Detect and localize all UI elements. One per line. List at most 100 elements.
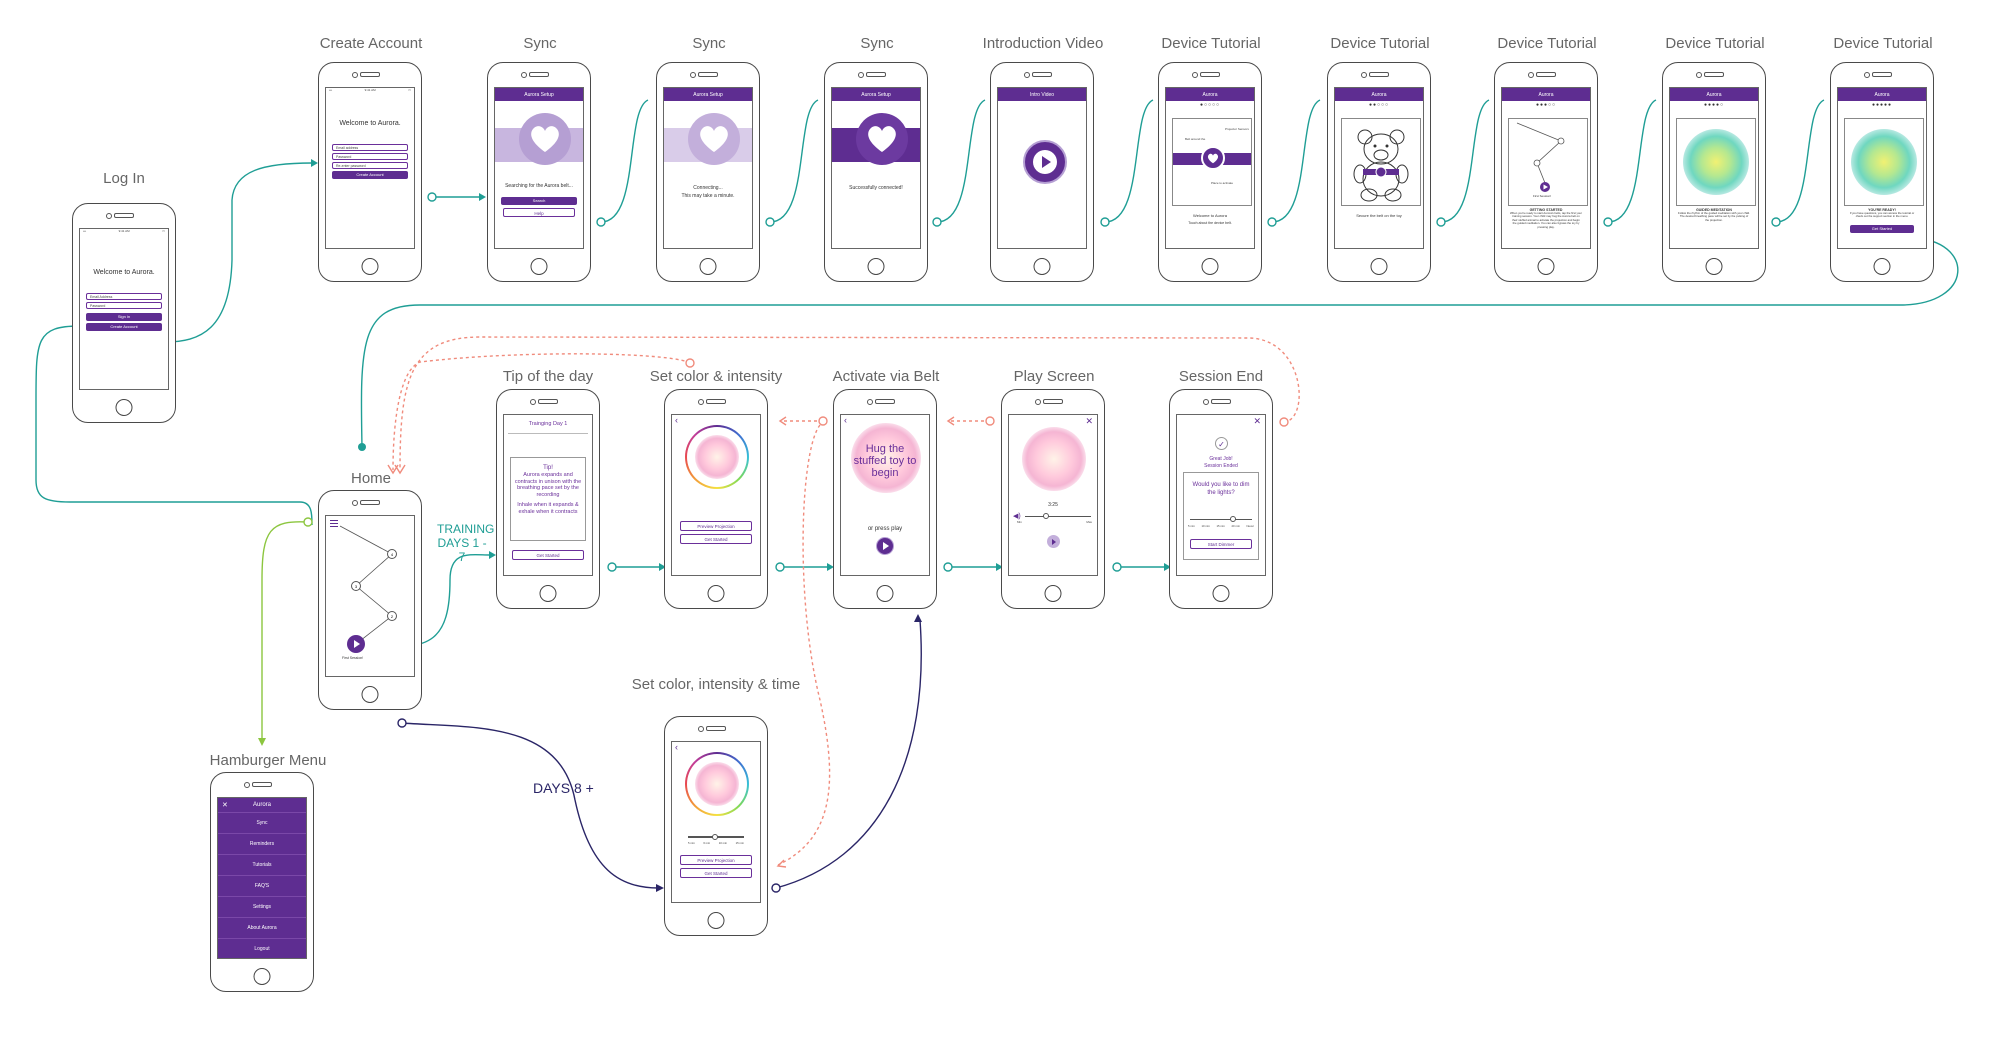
- session-node-4[interactable]: 4: [387, 549, 397, 559]
- training-day-header: Trainging Day 1: [528, 421, 568, 427]
- projection-orb: [1022, 427, 1086, 491]
- glow-orb: [1683, 129, 1749, 195]
- heading: GUIDED MEDITATION: [1696, 208, 1732, 212]
- signin-button[interactable]: Sign in: [86, 313, 162, 321]
- title-sync-1: Sync: [523, 35, 557, 52]
- page-dots: ●●●●●: [1871, 102, 1893, 108]
- preview-projection-button[interactable]: Preview Projection: [680, 855, 752, 865]
- phone-activate: ‹ Hug the stuffed toy to begin or press …: [833, 389, 937, 609]
- flow-sync2-sync3: [769, 99, 819, 223]
- heading: GETTING STARTED: [1529, 208, 1563, 212]
- scale-5: 5 min: [1188, 524, 1195, 528]
- menu-item-logout[interactable]: Logout: [218, 939, 306, 958]
- time-10: 10 min: [718, 841, 728, 845]
- first-session-caption: First Session!: [1533, 194, 1552, 198]
- phone-tutorial-5: Aurora ●●●●● YOU'RE READY! If you have q…: [1830, 62, 1934, 282]
- volume-min: Min: [1017, 520, 1022, 524]
- session-node-3[interactable]: 3: [351, 581, 361, 591]
- play-icon[interactable]: [876, 537, 894, 555]
- back-icon[interactable]: ‹: [675, 415, 678, 425]
- phone-tip: Trainging Day 1 Tip! Aurora expands and …: [496, 389, 600, 609]
- flow-home-to-menu: [261, 521, 309, 740]
- connected-text: Successfully connected!: [849, 185, 903, 191]
- get-started-button[interactable]: Get Started: [680, 868, 752, 878]
- teddy-bear-icon: [1341, 118, 1421, 206]
- welcome-text: Welcome to Aurora.: [339, 120, 401, 127]
- title-set-color-time: Set color, intensity & time: [631, 676, 801, 693]
- menu-item-reminders[interactable]: Reminders: [218, 834, 306, 855]
- wait-text: This may take a minute.: [681, 193, 735, 199]
- dim-handle[interactable]: [1230, 516, 1236, 522]
- heart-icon: [688, 113, 740, 165]
- menu-item-about[interactable]: About Aurora: [218, 918, 306, 939]
- search-button[interactable]: Search: [501, 197, 577, 205]
- help-button[interactable]: Help: [503, 208, 575, 217]
- preview-projection-button[interactable]: Preview Projection: [680, 521, 752, 531]
- title-session-end: Session End: [1178, 368, 1264, 385]
- volume-slider[interactable]: [1025, 516, 1091, 517]
- page-dots: ●○○○○: [1199, 102, 1221, 108]
- screen-sync-2: Aurora Setup Connecting... This may take…: [663, 87, 753, 249]
- password-field[interactable]: Password: [86, 302, 162, 309]
- title-login: Log In: [103, 170, 145, 187]
- flow-sync1-sync2: [600, 99, 649, 223]
- back-icon[interactable]: ‹: [844, 415, 847, 425]
- screen-set-color-time: ‹ 5 min 6 min 10 min 15 min Preview Proj…: [671, 741, 761, 903]
- screen-play: ✕ 3:25 ◀) Min Max: [1008, 414, 1098, 576]
- flow-activate-to-colortime: [777, 424, 831, 866]
- get-started-button[interactable]: Get Started: [680, 534, 752, 544]
- close-icon[interactable]: ✕: [1085, 416, 1093, 426]
- heart-icon: [519, 113, 571, 165]
- back-icon[interactable]: ‹: [675, 742, 678, 752]
- color-wheel[interactable]: [685, 752, 749, 816]
- close-icon[interactable]: ✕: [222, 802, 228, 809]
- create-account-button[interactable]: Create Account: [332, 171, 408, 179]
- screen-hamburger-menu: ✕ Aurora Sync Reminders Tutorials FAQ'S …: [217, 797, 307, 959]
- page-dots: ●●●●○: [1703, 102, 1725, 108]
- screen-sync-3: Aurora Setup Successfully connected!: [831, 87, 921, 249]
- title-intro-video: Introduction Video: [982, 35, 1104, 52]
- screen-login: •••9:41 AM▭ Welcome to Aurora. Email Add…: [79, 228, 169, 390]
- close-icon[interactable]: ✕: [1253, 416, 1261, 426]
- flow-colortime-to-activate: [775, 619, 922, 889]
- start-dimmer-button[interactable]: Start Dimmer: [1190, 539, 1252, 549]
- body-text: If you have questions, you can access th…: [1849, 211, 1915, 219]
- reenter-password-field[interactable]: Re-enter password: [332, 162, 408, 169]
- phone-login: •••9:41 AM▭ Welcome to Aurora. Email Add…: [72, 203, 176, 423]
- session-node-2[interactable]: 2: [387, 611, 397, 621]
- create-account-button[interactable]: Create Account: [86, 323, 162, 331]
- email-field[interactable]: Email Address: [86, 293, 162, 300]
- phone-play: ✕ 3:25 ◀) Min Max: [1001, 389, 1105, 609]
- press-play-text: or press play: [867, 526, 903, 532]
- hamburger-icon[interactable]: [330, 520, 338, 527]
- menu-item-faqs[interactable]: FAQ'S: [218, 876, 306, 897]
- scale-20: 20 min: [1231, 524, 1240, 528]
- title-home: Home: [350, 470, 391, 487]
- play-icon[interactable]: [347, 635, 365, 653]
- phone-tutorial-3: Aurora ●●●○○ First Session! GETTING STAR…: [1494, 62, 1598, 282]
- screen-sync-1: Aurora Setup Searching for the Aurora be…: [494, 87, 584, 249]
- menu-item-tutorials[interactable]: Tutorials: [218, 855, 306, 876]
- callout-activate: Place to activate: [1211, 181, 1234, 185]
- title-sync-2: Sync: [692, 35, 726, 52]
- play-icon[interactable]: [1047, 535, 1060, 548]
- header-bar: Aurora Setup: [495, 88, 583, 101]
- flow-tut1-tut2: [1271, 99, 1321, 223]
- time-handle[interactable]: [712, 834, 718, 840]
- phone-hamburger-menu: ✕ Aurora Sync Reminders Tutorials FAQ'S …: [210, 772, 314, 992]
- get-started-button[interactable]: Get Started: [512, 550, 584, 560]
- color-wheel[interactable]: [685, 425, 749, 489]
- menu-item-settings[interactable]: Settings: [218, 897, 306, 918]
- menu-header: Aurora: [252, 802, 271, 808]
- get-started-button[interactable]: Get Started: [1850, 225, 1914, 233]
- menu-item-sync[interactable]: Sync: [218, 813, 306, 834]
- play-icon[interactable]: [1023, 140, 1067, 184]
- password-field[interactable]: Password: [332, 153, 408, 160]
- volume-handle[interactable]: [1043, 513, 1049, 519]
- first-session-caption: First Session!: [342, 656, 364, 660]
- body-text: Follow the rhythm of the guided meditati…: [1678, 211, 1750, 222]
- dim-slider[interactable]: [1190, 519, 1252, 520]
- training-label-line2: DAYS 1 - 7: [437, 536, 487, 564]
- screen-activate: ‹ Hug the stuffed toy to begin or press …: [840, 414, 930, 576]
- email-field[interactable]: Email address: [332, 144, 408, 151]
